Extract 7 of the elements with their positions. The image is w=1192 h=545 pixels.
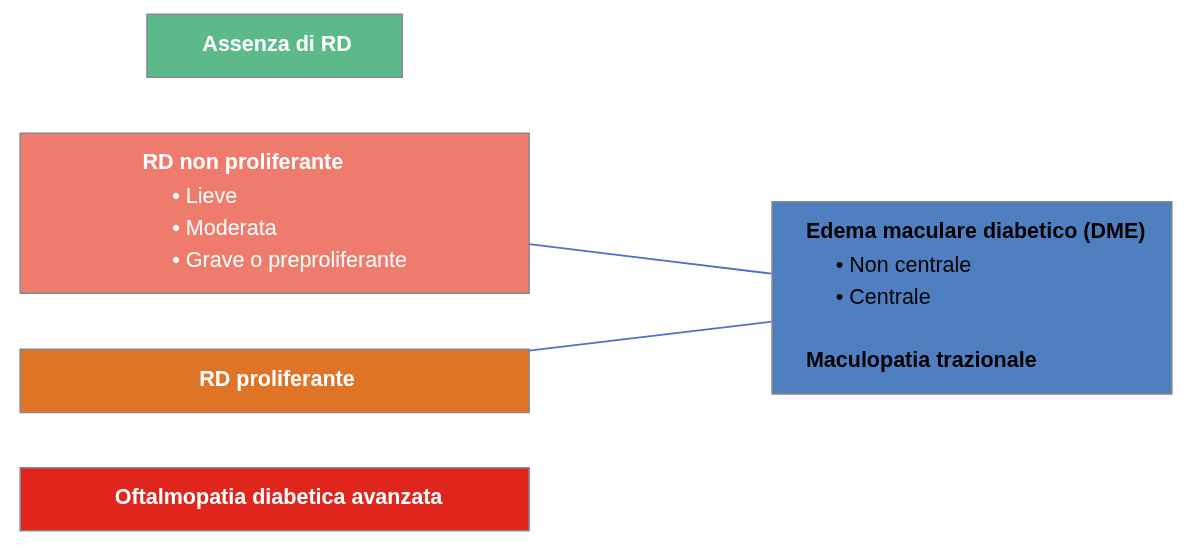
connector: [528, 320, 773, 352]
node-box: Edema maculare diabetico (DME) • Non centrale • Centrale Maculopatia trazionale: [771, 201, 1173, 395]
node-box: RD non proliferante • Lieve • Moderata • Grave o preproliferante: [19, 132, 530, 295]
node-box: Oftalmopatia diabetica avanzata: [19, 467, 530, 532]
node-box: Assenza di RD: [146, 13, 404, 78]
connector: [528, 243, 773, 275]
node-box: RD proliferante: [19, 348, 530, 414]
